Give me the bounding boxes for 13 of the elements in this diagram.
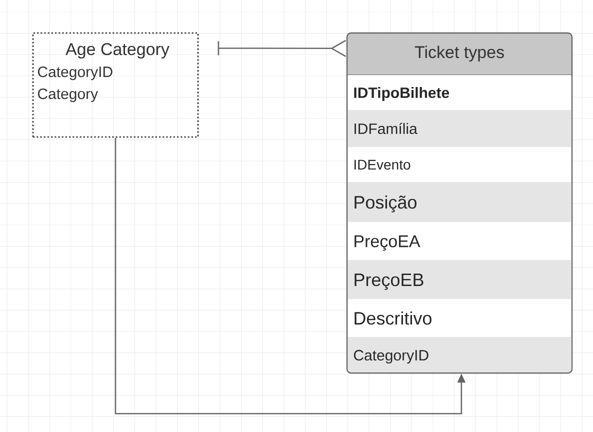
connector — [218, 40, 346, 57]
table-row: Posição — [348, 182, 571, 222]
table-row: Descritivo — [348, 299, 571, 337]
table-row: IDFamília — [348, 110, 571, 147]
table-row: PreçoEA — [348, 222, 571, 260]
attribute-text: CategoryID — [38, 66, 112, 80]
table-header: Ticket types — [346, 33, 572, 76]
table-row: PreçoEB — [348, 260, 571, 299]
table-row: CategoryID — [348, 337, 571, 372]
table-row: IDEvento — [348, 147, 571, 182]
attribute-text: Category — [38, 88, 98, 102]
table-row: IDTipoBilhete — [348, 75, 571, 110]
entity-title: Age Category — [66, 43, 170, 59]
